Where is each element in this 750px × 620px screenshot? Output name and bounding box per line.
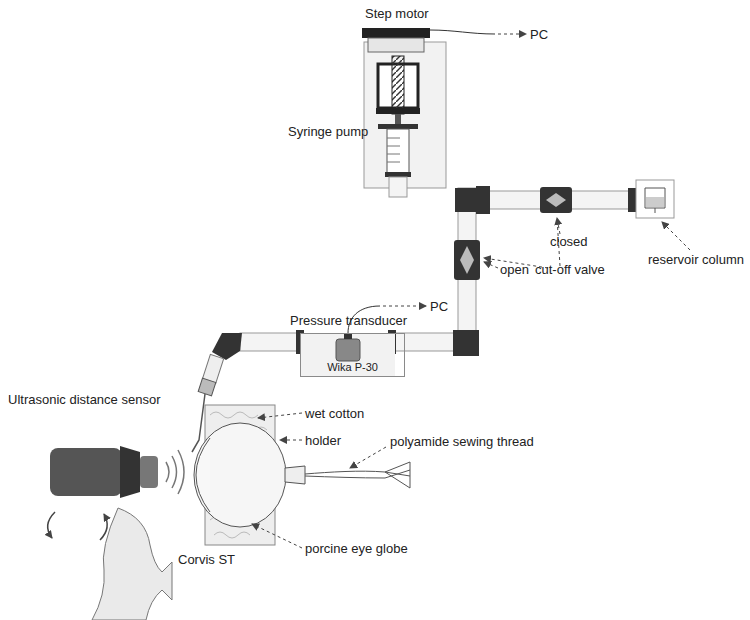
part-label: PC xyxy=(530,27,548,43)
cut-off-valve-open xyxy=(454,240,480,280)
syringe-pump xyxy=(362,28,446,188)
rotation-arrows xyxy=(48,512,108,540)
part-label: porcine eye globe xyxy=(305,541,408,557)
eye-holder xyxy=(194,405,305,545)
part-label: closed xyxy=(550,234,588,250)
node-text: Wika P-30 xyxy=(301,361,404,373)
part-label: wet cotton xyxy=(305,406,364,422)
part-label: Corvis ST xyxy=(178,552,235,568)
part-label: Step motor xyxy=(365,6,429,22)
sewing-thread xyxy=(305,462,410,488)
tubing xyxy=(240,177,636,351)
leader-lines xyxy=(252,218,690,548)
cut-off-valve-closed xyxy=(540,187,572,213)
part-label: holder xyxy=(305,433,341,449)
part-label: open xyxy=(500,262,529,278)
part-label: Syringe pump xyxy=(288,124,368,140)
transducer-box: Pressure transducerWika P-30 xyxy=(300,333,405,377)
ultrasonic-sensor xyxy=(50,446,184,498)
part-label: PC xyxy=(430,299,448,315)
part-label: polyamide sewing thread xyxy=(390,434,534,450)
reservoir-column xyxy=(636,180,674,218)
node-heading: Pressure transducer xyxy=(290,313,407,328)
part-label: cut-off valve xyxy=(535,262,605,278)
part-label: Ultrasonic distance sensor xyxy=(8,392,160,408)
part-label: reservoir column xyxy=(648,252,744,268)
corvis-st xyxy=(92,508,172,620)
